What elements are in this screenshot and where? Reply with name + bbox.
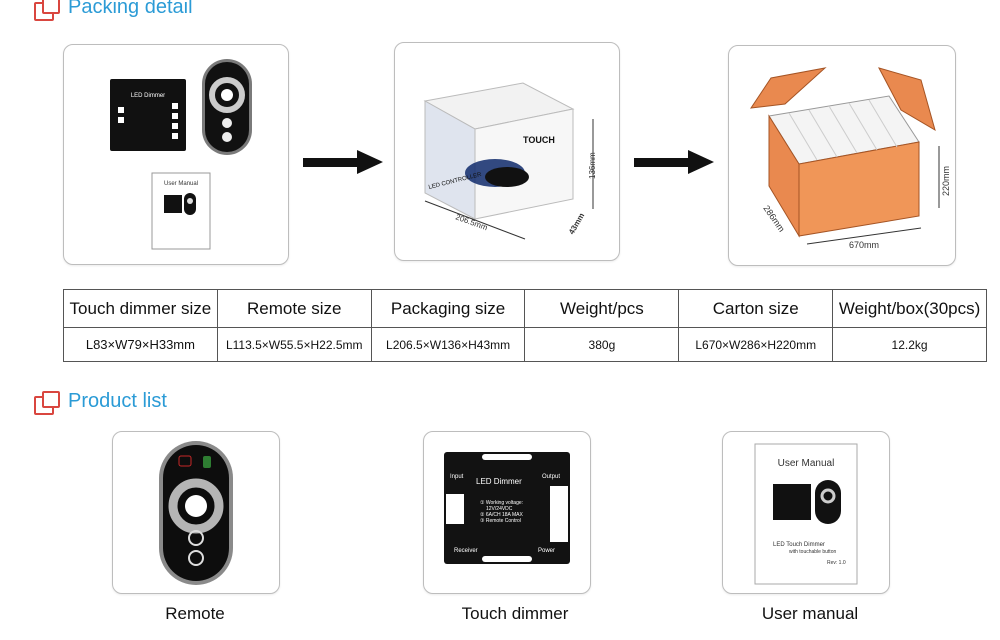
svg-text:③ Remote Control: ③ Remote Control: [480, 518, 521, 524]
arrow-right-icon: [303, 150, 383, 174]
table-cell: L670×W286×H220mm: [678, 327, 834, 362]
svg-text:LED Dimmer: LED Dimmer: [131, 93, 165, 99]
table-header-cell: Packaging size: [370, 289, 526, 328]
table-cell: 380g: [524, 327, 680, 362]
packing-detail-title: Packing detail: [68, 0, 193, 18]
manual-illustration: User Manual LED Touch Dimmer with toucha…: [754, 443, 858, 585]
table-row: L83×W79×H33mm L113.5×W55.5×H22.5mm L206.…: [63, 327, 987, 362]
svg-text:Input: Input: [450, 474, 464, 480]
table-cell: L113.5×W55.5×H22.5mm: [216, 327, 372, 362]
dimmer-illustration: Input Output LED Dimmer ① Working voltag…: [444, 452, 570, 564]
svg-text:670mm: 670mm: [849, 240, 879, 250]
table-header-cell: Touch dimmer size: [63, 289, 218, 328]
svg-text:43mm: 43mm: [567, 211, 586, 236]
svg-text:② 6A/CH 18A MAX: ② 6A/CH 18A MAX: [480, 512, 523, 518]
svg-text:12V/24VDC: 12V/24VDC: [486, 506, 513, 512]
svg-text:Rev: 1.0: Rev: 1.0: [827, 560, 846, 566]
packing-card-carton: 670mm 286mm 220mm: [728, 45, 956, 266]
svg-text:LED Touch Dimmer: LED Touch Dimmer: [773, 542, 825, 548]
product-list-title: Product list: [68, 390, 167, 412]
product-caption-remote: Remote: [165, 604, 225, 623]
section-icon: [34, 0, 60, 21]
table-header-cell: Carton size: [678, 289, 834, 328]
spec-table: Touch dimmer size Remote size Packaging …: [63, 289, 987, 362]
table-header-row: Touch dimmer size Remote size Packaging …: [63, 289, 987, 328]
product-card-manual: User Manual LED Touch Dimmer with toucha…: [722, 431, 890, 594]
svg-text:LED Dimmer: LED Dimmer: [476, 477, 522, 486]
svg-text:136mm: 136mm: [588, 152, 597, 179]
svg-text:Power: Power: [538, 548, 555, 554]
product-caption-dimmer: Touch dimmer: [461, 604, 569, 623]
table-cell: L206.5×W136×H43mm: [370, 327, 526, 362]
svg-text:Receiver: Receiver: [454, 548, 478, 554]
svg-text:220mm: 220mm: [941, 166, 951, 196]
svg-text:① Working voltage:: ① Working voltage:: [480, 500, 523, 506]
table-header-cell: Remote size: [216, 289, 372, 328]
product-card-dimmer: Input Output LED Dimmer ① Working voltag…: [423, 431, 591, 594]
remote-illustration: [159, 441, 233, 585]
packing-card-products: LED Dimmer User Manual: [63, 44, 289, 265]
svg-text:User Manual: User Manual: [778, 458, 835, 469]
section-icon: [34, 390, 60, 415]
table-cell: L83×W79×H33mm: [63, 327, 218, 362]
packing-detail-header: Packing detail: [34, 0, 193, 21]
packing-products-illustration: LED Dimmer User Manual: [110, 59, 252, 250]
product-card-remote: [112, 431, 280, 594]
svg-text:TOUCH: TOUCH: [523, 135, 555, 145]
svg-text:User Manual: User Manual: [164, 181, 198, 187]
packaging-box-illustration: TOUCH LED CONTROLLER 206.5mm 136mm 43mm: [423, 82, 597, 240]
table-header-cell: Weight/pcs: [524, 289, 680, 328]
packing-card-box: TOUCH LED CONTROLLER 206.5mm 136mm 43mm: [394, 42, 620, 261]
svg-text:with touchable button: with touchable button: [789, 549, 836, 555]
table-cell: 12.2kg: [832, 327, 987, 362]
product-caption-manual: User manual: [761, 604, 859, 623]
table-header-cell: Weight/box(30pcs): [832, 289, 987, 328]
svg-text:Output: Output: [542, 474, 560, 480]
product-list-header: Product list: [34, 390, 167, 415]
carton-illustration: 670mm 286mm 220mm: [749, 67, 951, 250]
arrow-right-icon: [634, 150, 714, 174]
